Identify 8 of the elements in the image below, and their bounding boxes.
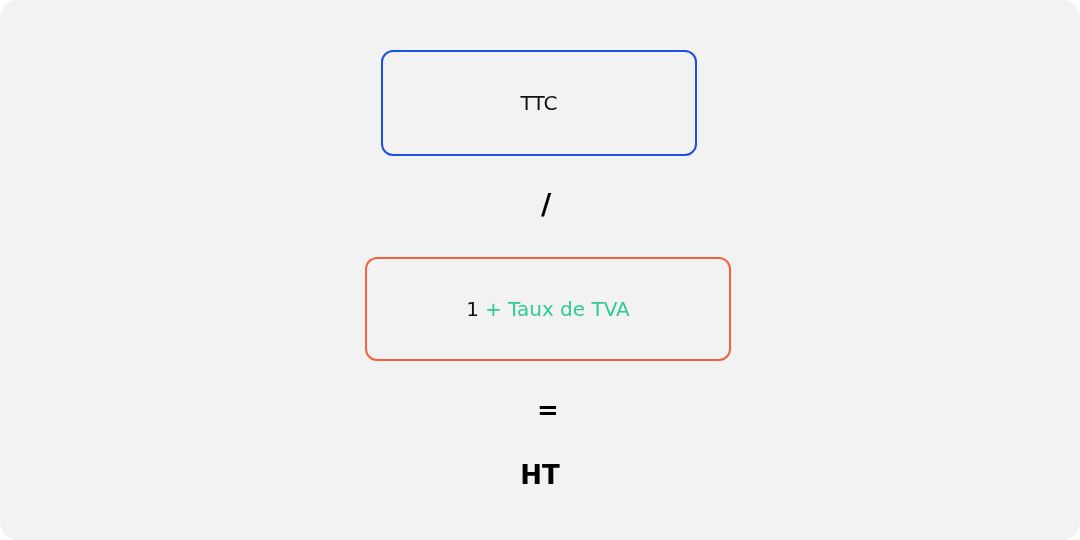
formula-term: + Taux de TVA	[484, 297, 630, 321]
formula-term: TTC	[520, 91, 558, 115]
equals-operator: =	[537, 395, 559, 425]
result-text: HT	[520, 460, 560, 490]
division-operator: /	[540, 188, 552, 221]
formula-box	[381, 50, 697, 156]
formula-box	[365, 257, 731, 361]
formula-term: 1	[466, 297, 479, 321]
